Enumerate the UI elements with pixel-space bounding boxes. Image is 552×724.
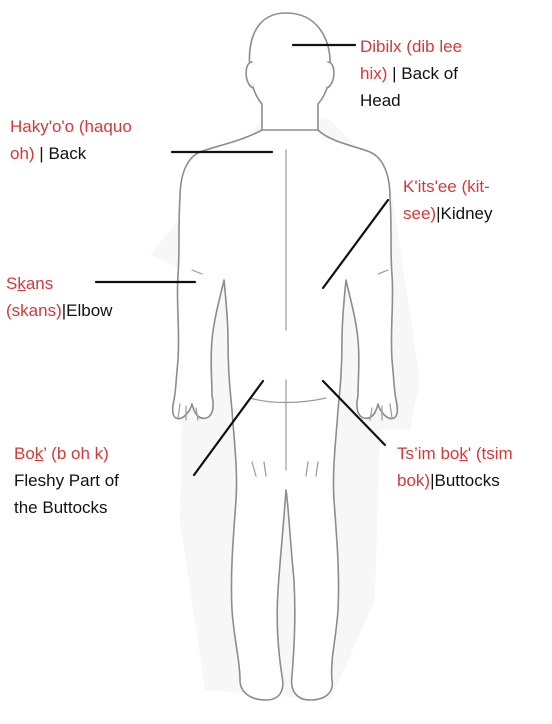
fleshy-buttocks-english-3: the Buttocks — [14, 498, 108, 517]
fleshy-buttocks-english-2: Fleshy Part of — [14, 471, 119, 490]
back-english-2: | Back — [35, 144, 87, 163]
back-of-head-native-2: hix) — [360, 64, 387, 83]
fleshy-buttocks-native-1: Bok’ (b oh k) — [14, 444, 109, 463]
elbow-english-2: |Elbow — [62, 301, 113, 320]
elbow-native-1: Skans — [6, 274, 53, 293]
buttocks-english-2: |Buttocks — [430, 471, 500, 490]
back-of-head-english-2: | Back of — [387, 64, 458, 83]
buttocks-native-1: Ts’im bok' (tsim — [397, 444, 513, 463]
buttocks-native-2: bok) — [397, 471, 430, 490]
head-outline — [249, 13, 330, 136]
kidney-native-2: see) — [403, 204, 436, 223]
label-elbow: Skans (skans)|Elbow — [6, 270, 112, 324]
label-back-of-head: Dibilx (dib lee hix) | Back of Head — [360, 33, 462, 114]
label-buttocks: Ts’im bok' (tsim bok)|Buttocks — [397, 440, 513, 494]
kidney-native-1: K'its'ee (kit- — [403, 177, 490, 196]
kidney-english-2: |Kidney — [436, 204, 492, 223]
back-of-head-english-3: Head — [360, 91, 401, 110]
right-ear — [327, 62, 334, 88]
left-ear — [246, 62, 253, 88]
back-native-2: oh) — [10, 144, 35, 163]
label-back: Haky'o'o (haquo oh) | Back — [10, 113, 132, 167]
label-kidney: K'its'ee (kit- see)|Kidney — [403, 173, 492, 227]
label-fleshy-buttocks: Bok’ (b oh k) Fleshy Part of the Buttock… — [14, 440, 119, 521]
back-native-1: Haky'o'o (haquo — [10, 117, 132, 136]
back-of-head-native-1: Dibilx (dib lee — [360, 37, 462, 56]
elbow-native-2: (skans) — [6, 301, 62, 320]
